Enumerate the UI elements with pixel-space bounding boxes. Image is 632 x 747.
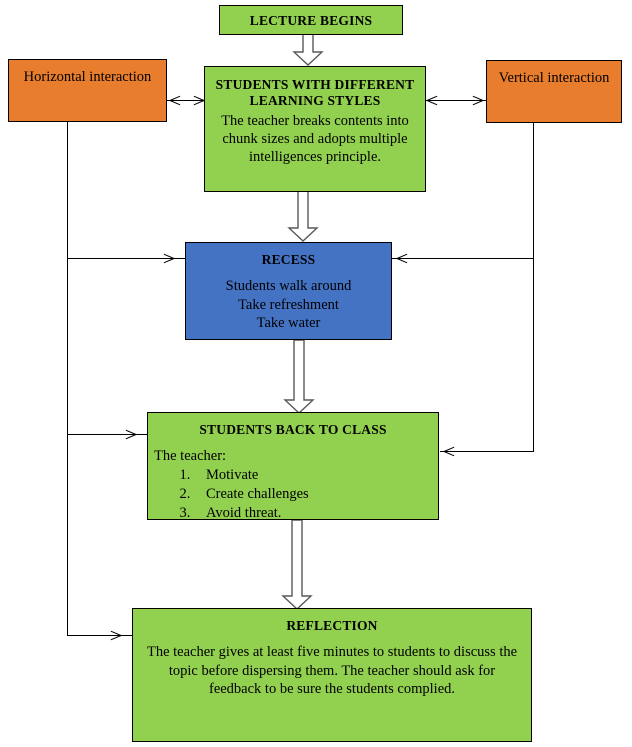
node-reflection-title: REFLECTION (286, 618, 378, 633)
connector-vertical-learning-styles (424, 100, 486, 101)
block-arrow-styles-to-recess (287, 190, 319, 242)
node-recess-line3: Take water (256, 314, 321, 331)
node-horizontal-interaction-label: Horizontal interaction (23, 69, 152, 85)
node-recess-line2: Take refreshment (238, 296, 339, 313)
list-item: Avoid threat. (194, 504, 438, 523)
node-back-to-class-list: The teacher: Motivate Create challenges … (148, 447, 438, 522)
block-arrow-back-to-class-to-reflection (281, 520, 313, 610)
node-recess-line1: Students walk around (225, 278, 352, 295)
connector-right-trunk (533, 123, 534, 451)
node-lecture-begins-title: LECTURE BEGINS (249, 13, 373, 28)
connector-left-trunk (67, 122, 68, 635)
block-arrow-lecture-to-styles (292, 32, 324, 66)
node-back-to-class[interactable]: STUDENTS BACK TO CLASS The teacher: Moti… (147, 412, 439, 522)
node-vertical-interaction[interactable]: Vertical interaction (486, 60, 622, 123)
node-learning-styles-title-line1: STUDENTS WITH DIFFERENT (215, 77, 415, 92)
node-reflection[interactable]: REFLECTION The teacher gives at least fi… (132, 608, 532, 742)
list-item: Create challenges (194, 485, 438, 504)
node-lecture-begins[interactable]: LECTURE BEGINS (219, 5, 403, 35)
node-recess-title: RECESS (261, 252, 316, 267)
node-recess[interactable]: RECESS Students walk around Take refresh… (185, 242, 392, 340)
connector-horizontal-to-back-to-class (67, 434, 147, 435)
connector-vertical-to-back-to-class (440, 451, 534, 452)
back-to-class-items: Motivate Create challenges Avoid threat. (148, 466, 438, 523)
connector-horizontal-to-recess (67, 258, 185, 259)
node-back-to-class-lead: The teacher: (154, 448, 227, 465)
node-reflection-body: The teacher gives at least five minutes … (146, 644, 518, 697)
connector-horizontal-to-reflection (67, 635, 132, 636)
connector-vertical-to-recess (392, 258, 534, 259)
node-learning-styles-body: The teacher breaks contents into chunk s… (221, 112, 409, 166)
block-arrow-recess-to-back-to-class (283, 340, 315, 414)
node-horizontal-interaction[interactable]: Horizontal interaction (8, 59, 167, 122)
list-item: Motivate (194, 466, 438, 485)
node-vertical-interaction-label: Vertical interaction (498, 70, 610, 86)
connector-horizontal-learning-styles (167, 100, 207, 101)
node-back-to-class-title: STUDENTS BACK TO CLASS (199, 422, 387, 437)
node-learning-styles[interactable]: STUDENTS WITH DIFFERENT LEARNING STYLES … (204, 66, 426, 192)
node-learning-styles-title-line2: LEARNING STYLES (249, 93, 381, 109)
